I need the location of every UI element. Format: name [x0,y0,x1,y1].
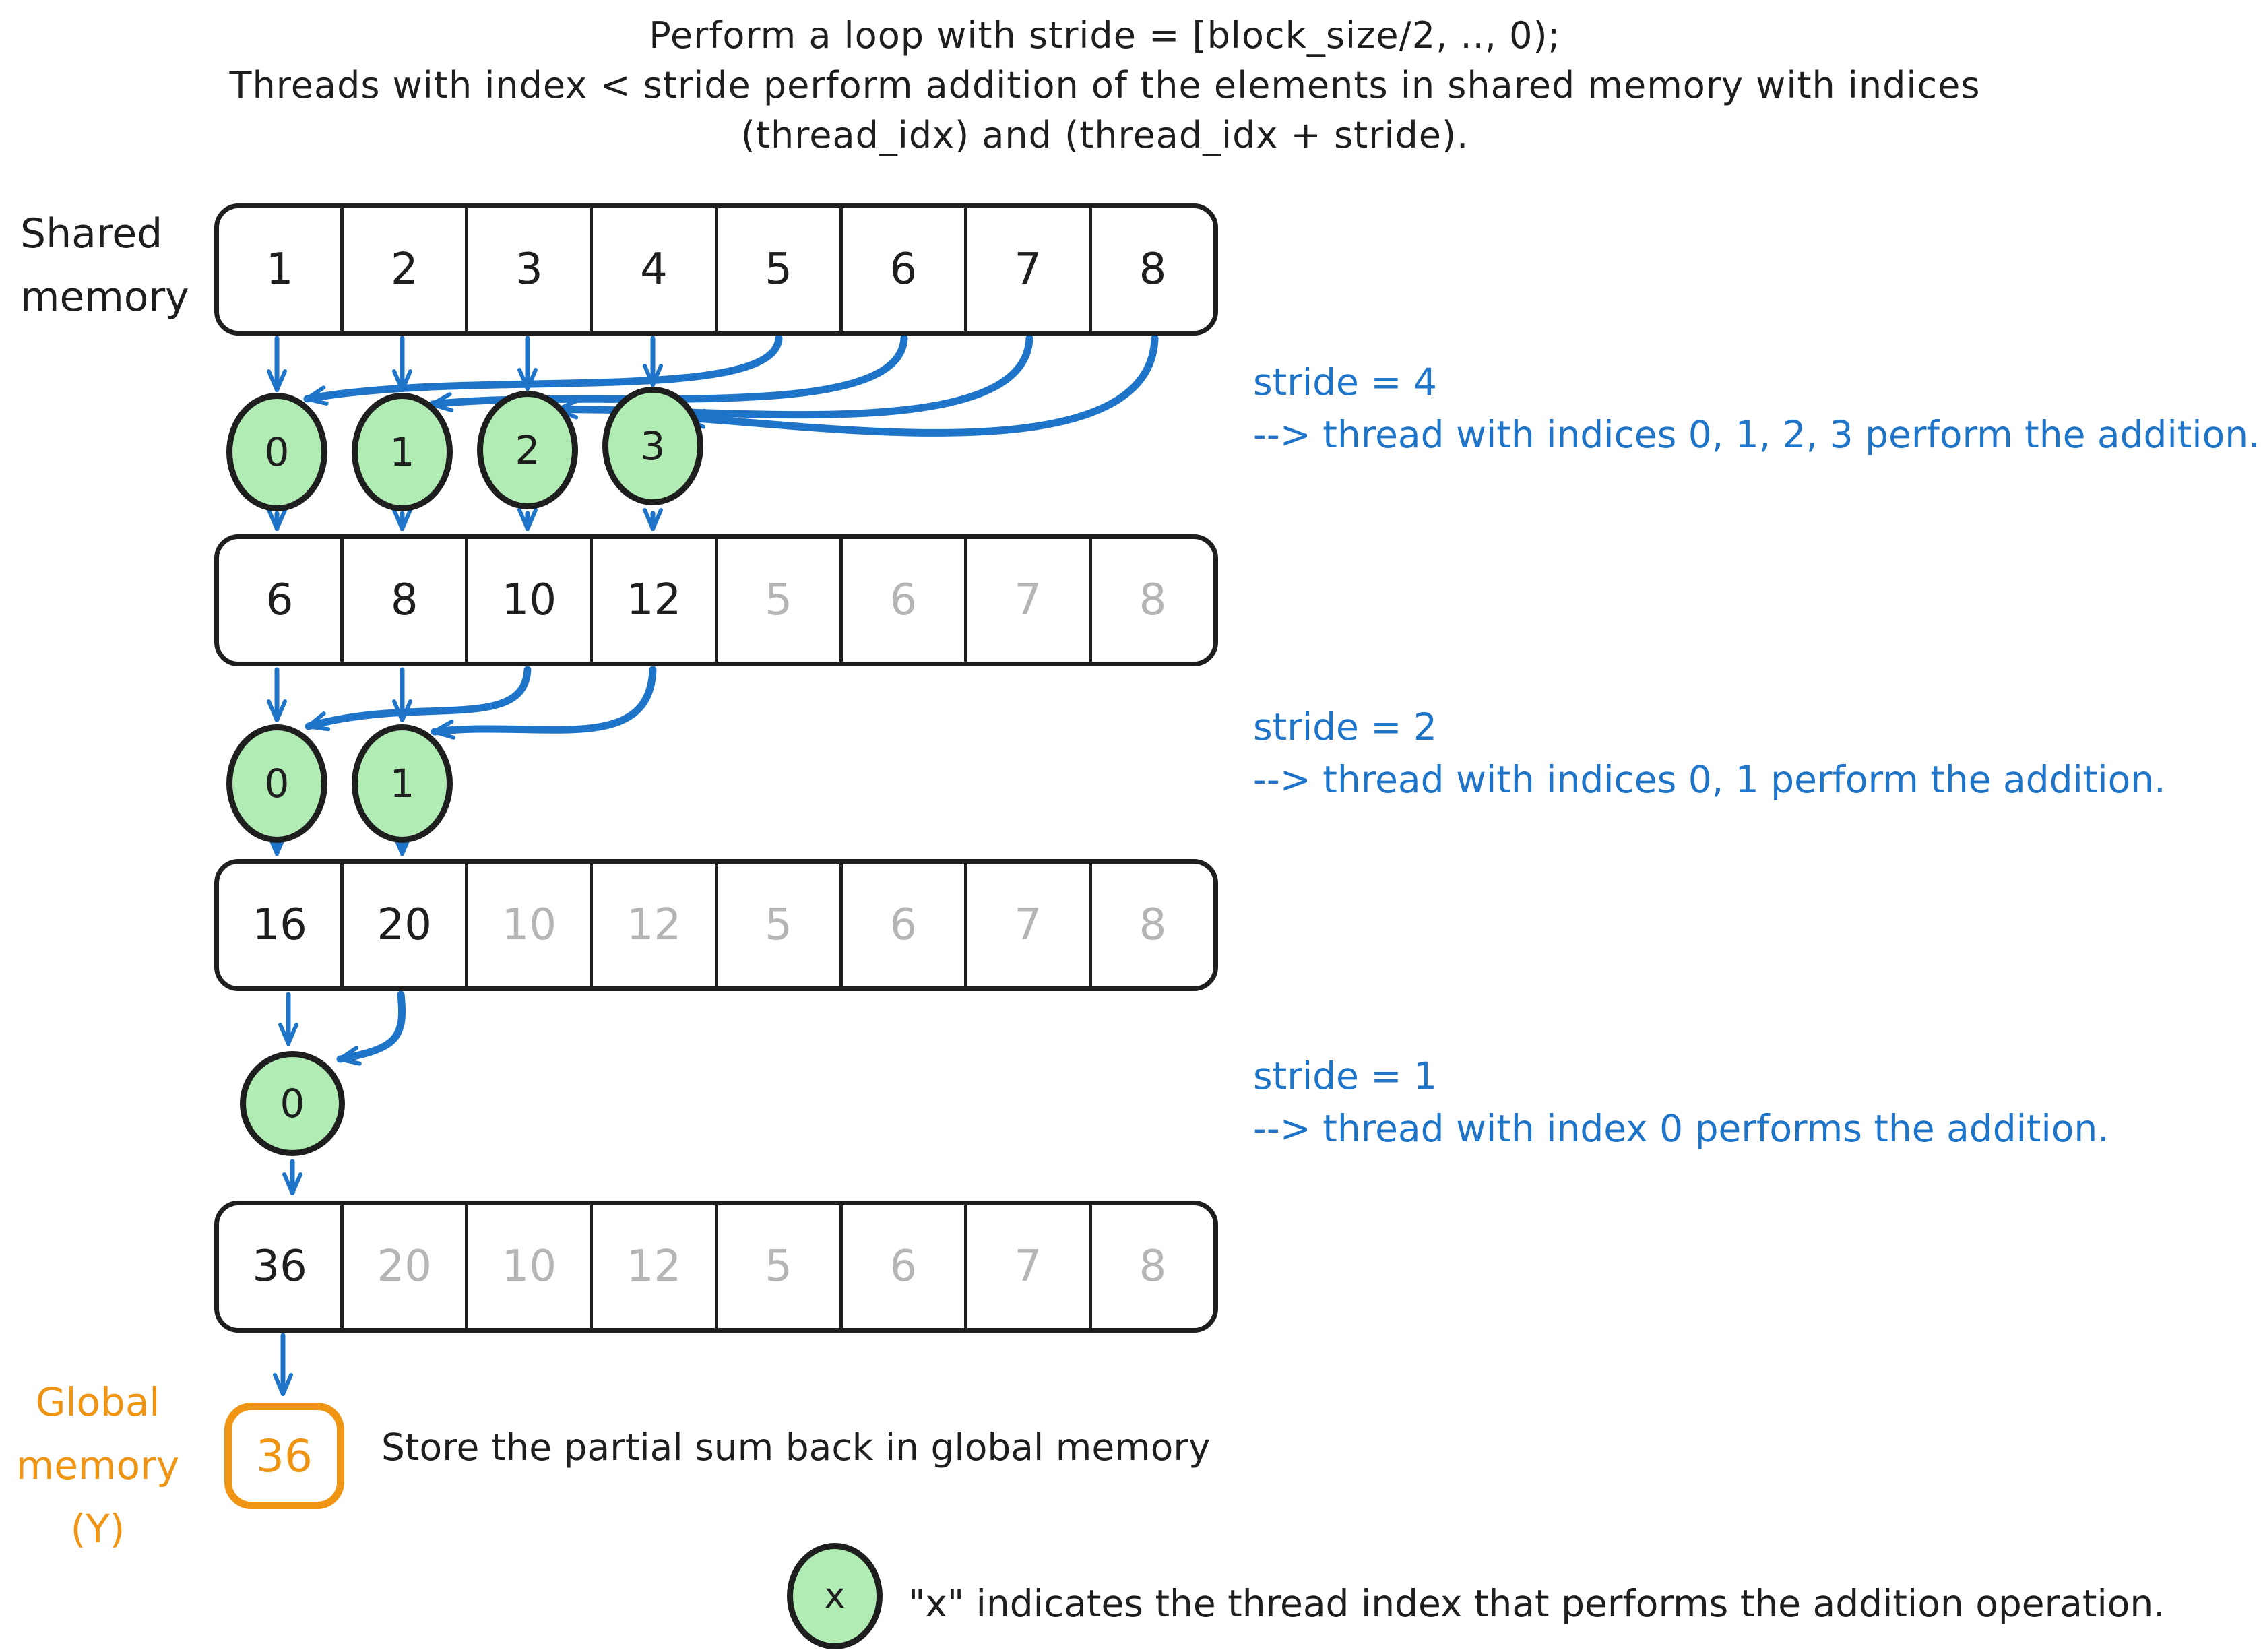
title-line-1: Perform a loop with stride = [block_size… [649,14,1561,57]
memory-cell: 7 [967,864,1092,986]
thread-circle-stride4-0: 0 [226,393,327,511]
arrow-path [307,334,783,399]
memory-cell: 5 [718,864,843,986]
arrow-path [340,990,406,1059]
memory-cell: 6 [843,539,967,662]
stride-2-label: stride = 2 [1253,705,1437,749]
arrow-path [435,666,657,732]
legend-thread-circle: x [787,1543,883,1649]
thread-circle-stride2-0: 0 [226,724,327,843]
memory-cell: 5 [718,1205,843,1328]
memory-cell: 8 [1139,1242,1167,1292]
memory-cell: 10 [468,1205,594,1328]
memory-cell: 6 [843,208,967,331]
memory-cell: 10 [468,539,594,662]
memory-cell: 3 [468,208,594,331]
memory-cell: 10 [468,864,594,986]
memory-cell: 12 [593,864,718,986]
memory-cell: 8 [1139,900,1167,950]
thread-circle-stride4-3: 3 [602,387,703,505]
global-memory-label-line2: memory [15,1442,180,1488]
title-line-2: Threads with index < stride perform addi… [229,64,1981,106]
memory-cell: 12 [593,1205,718,1328]
memory-cell: 8 [1139,575,1167,625]
memory-cell: 20 [344,864,469,986]
global-memory-value: 36 [256,1430,313,1482]
memory-cell: 6 [843,864,967,986]
memory-cell: 7 [967,208,1092,331]
memory-cell: 1 [219,208,344,331]
memory-cell: 4 [593,208,718,331]
global-memory-value-box: 36 [224,1403,344,1509]
global-memory-label-line3: (Y) [70,1506,125,1552]
memory-cell: 6 [219,539,344,662]
thread-circle-stride4-1: 1 [352,393,453,511]
title-line-3: (thread_idx) and (thread_idx + stride). [740,114,1469,156]
memory-cell: 2 [344,208,469,331]
thread-circle-stride2-1: 1 [352,724,453,843]
memory-cell: 7 [967,1205,1092,1328]
memory-cell: 20 [344,1205,469,1328]
stride-2-description: --> thread with indices 0, 1 perform the… [1253,758,2166,801]
memory-cell: 12 [593,539,718,662]
shared-memory-label-line1: Shared [20,210,163,257]
memory-cell: 5 [718,539,843,662]
memory-cell: 6 [843,1205,967,1328]
global-memory-label: Global memory (Y) [12,1370,183,1560]
stride-1-description: --> thread with index 0 performs the add… [1253,1107,2109,1150]
memory-cell: 7 [967,539,1092,662]
stride-4-annotation: stride = 4 --> thread with indices 0, 1,… [1253,356,2260,461]
thread-circle-stride1-0: 0 [240,1051,345,1156]
stride-2-arrows [277,666,657,853]
stride-1-annotation: stride = 1 --> thread with index 0 perfo… [1253,1050,2109,1155]
memory-cell: 16 [219,864,344,986]
shared-memory-label: Shared memory [20,202,189,329]
stride-4-description: --> thread with indices 0, 1, 2, 3 perfo… [1253,413,2260,456]
stride-4-label: stride = 4 [1253,360,1437,404]
stride-1-label: stride = 1 [1253,1054,1437,1098]
memory-cell: 36 [219,1205,344,1328]
store-note: Store the partial sum back in global mem… [381,1426,1211,1469]
stride-2-annotation: stride = 2 --> thread with indices 0, 1 … [1253,701,2166,806]
global-memory-label-line1: Global [35,1379,160,1425]
memory-cell: 8 [1139,245,1167,294]
thread-circle-stride4-2: 2 [477,391,578,509]
shared-memory-label-line2: memory [20,274,189,321]
legend-text: "x" indicates the thread index that perf… [908,1582,2165,1625]
memory-cell: 5 [718,208,843,331]
memory-cell: 8 [344,539,469,662]
arrow-path [682,334,1159,437]
arrow-path [309,666,532,726]
diagram-title: Perform a loop with stride = [block_size… [40,11,2169,160]
